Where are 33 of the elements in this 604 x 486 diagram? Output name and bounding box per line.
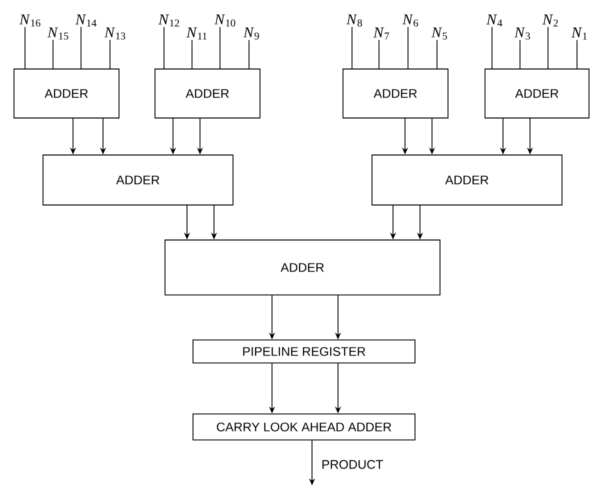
input-label: N$_{16}$ [19,14,40,27]
input-line [378,40,380,69]
input-label: N$_{15}$ [47,27,68,40]
input-line [576,40,578,69]
input-label: N$_{9}$ [243,27,259,40]
input-label: N$_{8}$ [346,14,362,27]
input-label: N$_{14}$ [75,14,96,27]
edge-label: PRODUCT [322,460,383,469]
input-line [52,40,54,69]
input-label: N$_{10}$ [214,14,236,27]
input-label: N$_{5}$ [431,27,447,40]
input-line [80,26,82,69]
adder-box: ADDER [372,154,562,206]
input-label: N$_{4}$ [486,14,502,27]
input-line [248,40,250,69]
adder-box: ADDER [14,68,120,118]
input-label: N$_{6}$ [402,14,418,27]
input-label: N$_{3}$ [514,27,530,40]
input-line [436,40,438,69]
input-label: N$_{7}$ [373,28,390,40]
adder-box: CARRY LOOK AHEAD ADDER [192,414,416,440]
adder-box: ADDER [164,240,440,296]
adder-box: ADDER [484,68,590,118]
adder-box: PIPELINE REGISTER [192,340,416,364]
input-label: N$_{13}$ [104,27,126,40]
adder-box: ADDER [154,68,260,118]
input-label: N$_{12}$ [158,14,180,27]
adder-box: ADDER [342,68,448,118]
input-line [24,26,26,69]
input-label: N$_{1}$ [571,28,587,40]
input-label: N$_{11}$ [186,28,207,40]
input-label: N$_{2}$ [542,14,558,27]
adder-box: ADDER [42,154,234,206]
